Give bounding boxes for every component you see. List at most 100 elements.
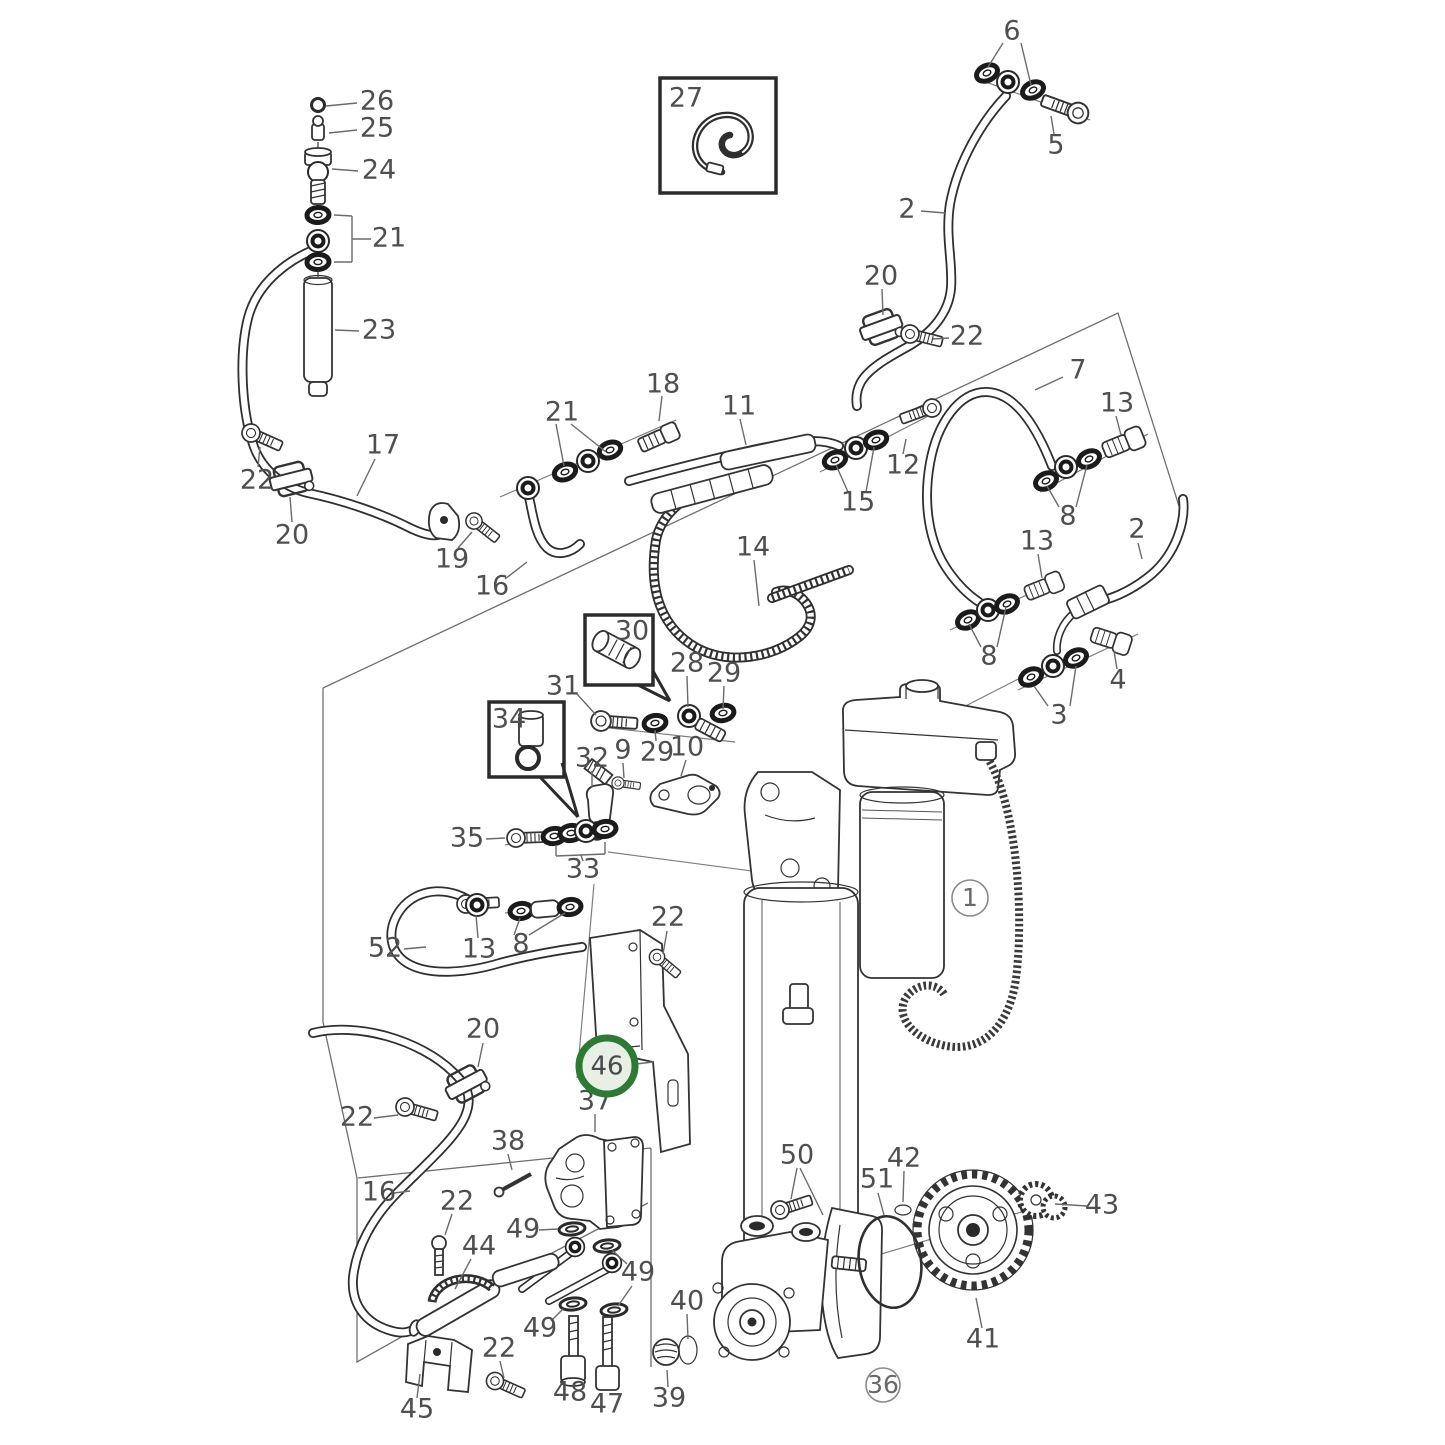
callout-33-label: 33 (566, 854, 600, 885)
inset-box-27 (658, 76, 778, 195)
ribbed-hose-14 (650, 464, 849, 657)
callout-22-leader (373, 1114, 399, 1119)
callout-2-leader (920, 210, 946, 214)
callout-41-leader (975, 1297, 983, 1329)
callout-22-label: 22 (440, 1186, 474, 1217)
callout-8-label: 8 (512, 929, 529, 960)
callout-9-leader (622, 762, 625, 779)
callout-2-label: 2 (898, 194, 915, 225)
hose-2-lower (1057, 499, 1184, 651)
callout-50-leader (790, 1167, 798, 1200)
callout-20-label: 20 (275, 520, 309, 551)
callout-4-label: 4 (1109, 665, 1126, 696)
callout-51-leader (877, 1192, 885, 1216)
callout-6-label: 6 (1003, 16, 1020, 47)
fitting-stack-topleft (303, 97, 333, 397)
callout-41-label: 41 (966, 1324, 1000, 1355)
callout-11-label: 11 (722, 391, 756, 422)
callout-2-leader (1137, 542, 1143, 560)
callout-15-leader (865, 446, 875, 493)
callout-36-label: 36 (867, 1370, 899, 1399)
callout-43-label: 43 (1085, 1190, 1119, 1221)
bolt-47 (595, 1316, 620, 1391)
callout-23-leader (334, 329, 360, 332)
callout-7-leader (1034, 376, 1064, 391)
retaining-clip-shape (691, 111, 754, 176)
callout-32-label: 32 (575, 743, 609, 774)
callout-21-leader (570, 423, 607, 453)
callout-15-label: 15 (841, 487, 875, 518)
callout-25-leader (328, 129, 358, 134)
callout-22-label: 22 (651, 902, 685, 933)
inset-box-34 (487, 700, 580, 819)
callout-5-leader (1050, 115, 1055, 135)
callout-1-label: 1 (962, 883, 978, 912)
pin-38 (493, 1172, 532, 1198)
callout-13-label: 13 (1100, 388, 1134, 419)
fitting-group-21-18 (515, 421, 681, 501)
callout-38-label: 38 (491, 1126, 525, 1157)
small-gear-43 (1017, 1181, 1068, 1221)
inset-label-27: 27 (669, 83, 703, 114)
callout-8-label: 8 (980, 641, 997, 672)
bolt-9 (610, 775, 642, 793)
callout-52-leader (403, 946, 427, 950)
bolt-48 (560, 1315, 586, 1387)
oil-pump-37 (544, 1134, 644, 1230)
callout-20-leader (881, 288, 884, 316)
callout-17-label: 17 (366, 430, 400, 461)
callout-26-leader (325, 102, 358, 107)
circled-callout-1 (951, 879, 989, 917)
callout-49-leader (611, 1249, 628, 1265)
inset-label-34: 34 (492, 704, 526, 735)
callout-layer: 2625242123222017191621186522022713812151… (240, 16, 1146, 1425)
banjo-bolt-28-group (589, 703, 735, 743)
callout-13-leader (475, 914, 479, 939)
callout-22-label: 22 (950, 321, 984, 352)
callout-42-label: 42 (887, 1143, 921, 1174)
callout-45-leader (416, 1373, 421, 1399)
banjo-row-33-35 (505, 820, 617, 849)
callout-17-leader (356, 458, 376, 497)
callout-29-leader (654, 729, 657, 742)
callout-22-leader (444, 1213, 453, 1236)
callout-10-leader (680, 759, 687, 777)
circled-callout-36 (865, 1367, 901, 1403)
callout-35-label: 35 (450, 823, 484, 854)
drive-gear-41 (912, 1169, 1034, 1291)
callout-18-label: 18 (646, 369, 680, 400)
callout-28-leader (686, 675, 689, 708)
coiled-cable (898, 754, 1024, 1051)
bracket-45 (405, 1335, 473, 1393)
callout-20-leader (477, 1042, 484, 1068)
callout-51-label: 51 (860, 1164, 894, 1195)
callout-18-leader (658, 395, 663, 422)
callout-3-leader (1069, 665, 1077, 707)
callout-13-leader (1037, 553, 1043, 579)
callout-9-label: 9 (614, 735, 631, 766)
callout-21-leader (555, 423, 565, 467)
callout-39-label: 39 (652, 1383, 686, 1414)
callout-35-leader (485, 837, 506, 840)
callout-19-leader (457, 531, 473, 549)
cap-39 (652, 1338, 680, 1366)
callout-48-label: 48 (553, 1377, 587, 1408)
callout-22-leader (932, 337, 950, 340)
callout-8-leader (996, 606, 1007, 648)
callout-4-leader (1113, 650, 1118, 670)
callout-12-label: 12 (886, 450, 920, 481)
callout-19-label: 19 (435, 544, 469, 575)
highlight-circle-46 (575, 1034, 639, 1098)
callout-10-label: 10 (670, 732, 704, 763)
callout-40-label: 40 (670, 1286, 704, 1317)
hose-16-upper (528, 492, 580, 553)
callout-50-label: 50 (780, 1140, 814, 1171)
callout-11-leader (739, 418, 747, 446)
callout-25-label: 25 (360, 113, 394, 144)
callout-45-label: 45 (400, 1394, 434, 1425)
callout-22-leader (499, 1360, 505, 1379)
callout-29-leader (722, 685, 725, 710)
saddle-clamp-44 (415, 1252, 560, 1337)
callout-3-label: 3 (1050, 700, 1067, 731)
